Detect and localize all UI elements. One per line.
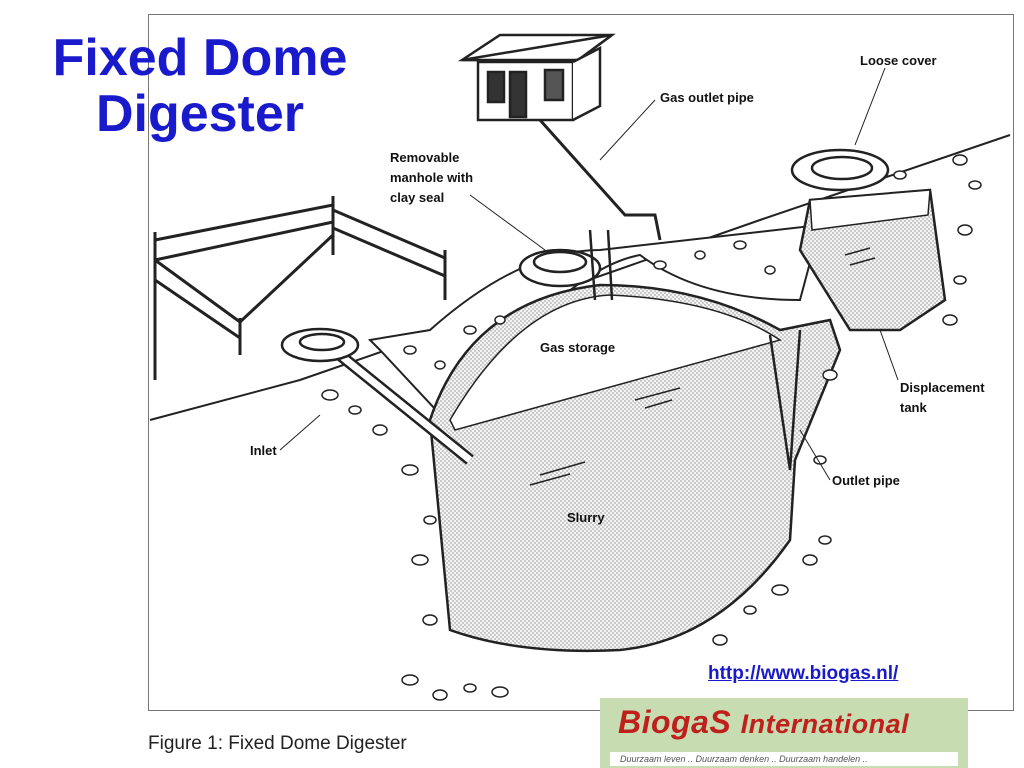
label-manhole-line3: clay seal — [390, 190, 444, 205]
label-slurry: Slurry — [567, 510, 605, 525]
loose-cover — [790, 148, 890, 192]
logo-name-part1: BiogaS — [618, 704, 732, 740]
manhole — [518, 229, 614, 301]
logo-name: BiogaS International — [618, 704, 909, 741]
biogas-international-logo: BiogaS International Duurzaam leven .. D… — [600, 698, 968, 768]
house-icon — [457, 33, 616, 122]
biogas-url-link[interactable]: http://www.biogas.nl/ — [708, 663, 899, 684]
label-manhole-line2: manhole with — [390, 170, 473, 185]
label-outlet-pipe: Outlet pipe — [832, 473, 900, 488]
outlet-pipe — [768, 329, 802, 471]
surface-marks — [529, 247, 876, 486]
fence — [153, 196, 447, 380]
label-manhole-line1: Removable — [390, 150, 459, 165]
inlet-cover — [280, 327, 360, 363]
label-displacement-line1: Displacement — [900, 380, 985, 395]
slide-title: Fixed Dome Digester — [52, 29, 348, 143]
label-gas-outlet-pipe: Gas outlet pipe — [660, 90, 754, 105]
label-displacement-line2: tank — [900, 400, 928, 415]
logo-name-part2: International — [740, 709, 910, 739]
leader-lines — [279, 67, 899, 481]
stones — [321, 154, 982, 701]
label-gas-storage: Gas storage — [540, 340, 615, 355]
label-loose-cover: Loose cover — [860, 53, 937, 68]
label-inlet: Inlet — [250, 443, 277, 458]
gas-pipe — [538, 118, 662, 241]
logo-tagline: Duurzaam leven .. Duurzaam denken .. Duu… — [610, 752, 958, 766]
gas-storage-space — [449, 294, 782, 431]
figure-caption: Figure 1: Fixed Dome Digester — [148, 733, 407, 754]
